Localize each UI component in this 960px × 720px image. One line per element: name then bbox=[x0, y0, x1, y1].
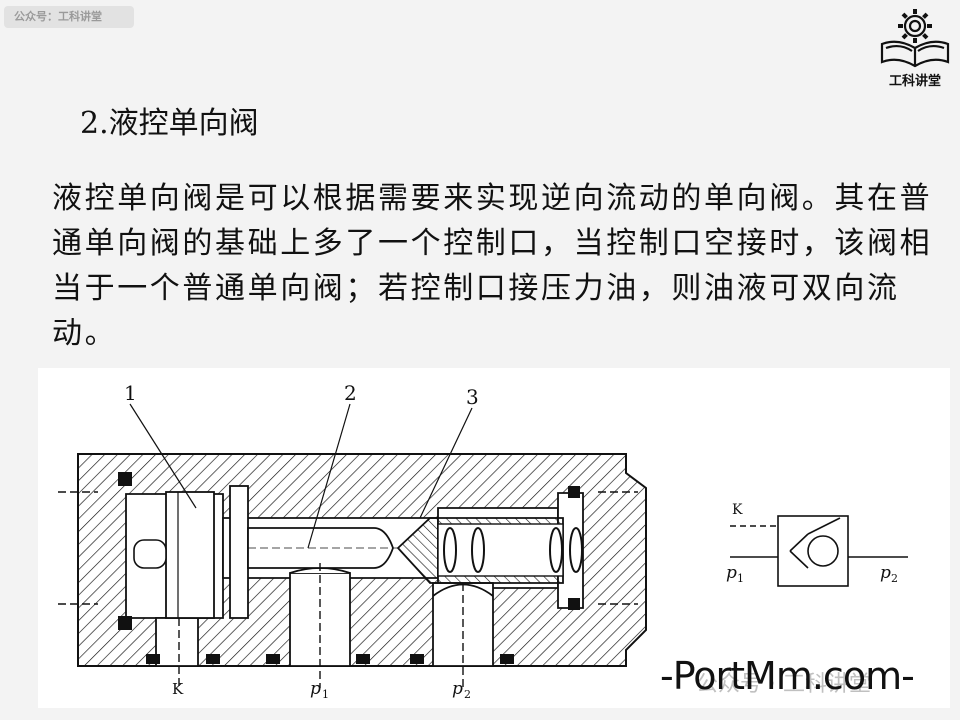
leader-lines bbox=[129, 403, 473, 549]
bolts bbox=[58, 491, 638, 688]
watermark-tag: 公众号：工科讲堂 bbox=[4, 6, 134, 28]
port-k-label: K bbox=[172, 680, 184, 698]
logo: 工科讲堂 bbox=[872, 4, 958, 89]
port-p1-sub: 1 bbox=[322, 688, 329, 701]
symbol-p1-sub: 1 bbox=[737, 572, 744, 585]
port-p2-label: p bbox=[452, 679, 463, 699]
footer-watermark: 公众号 · 工科讲堂 bbox=[696, 672, 871, 697]
callout-3: 3 bbox=[466, 385, 479, 409]
port-p1-label: p bbox=[310, 679, 321, 699]
poppet-valve bbox=[396, 517, 583, 584]
valve-figure: 1 2 3 K p 1 p 2 K p 1 p 2 bbox=[38, 368, 950, 708]
symbol-p2-sub: 2 bbox=[891, 572, 898, 585]
valve-diagram: 1 2 3 K p 1 p 2 K p 1 p 2 bbox=[58, 381, 908, 701]
callout-2: 2 bbox=[344, 381, 357, 405]
seals bbox=[118, 472, 580, 664]
check-valve-symbol bbox=[730, 515, 908, 587]
logo-text: 工科讲堂 bbox=[888, 74, 941, 89]
gear-book-icon bbox=[880, 9, 950, 68]
section-heading: 2.液控单向阀 bbox=[80, 106, 259, 141]
port-p2-sub: 2 bbox=[464, 688, 471, 701]
symbol-p1-label: p bbox=[726, 563, 737, 583]
portmm-watermark: -PortMm.com- bbox=[660, 654, 915, 698]
push-rod bbox=[247, 527, 398, 569]
symbol-k-label: K bbox=[732, 502, 743, 518]
symbol-p2-label: p bbox=[880, 563, 891, 583]
spring bbox=[443, 527, 583, 573]
callout-1: 1 bbox=[124, 381, 137, 405]
description-paragraph: 液控单向阀是可以根据需要来实现逆向流动的单向阀。其在普通单向阀的基础上多了一个控… bbox=[52, 181, 933, 351]
control-piston bbox=[133, 485, 249, 619]
